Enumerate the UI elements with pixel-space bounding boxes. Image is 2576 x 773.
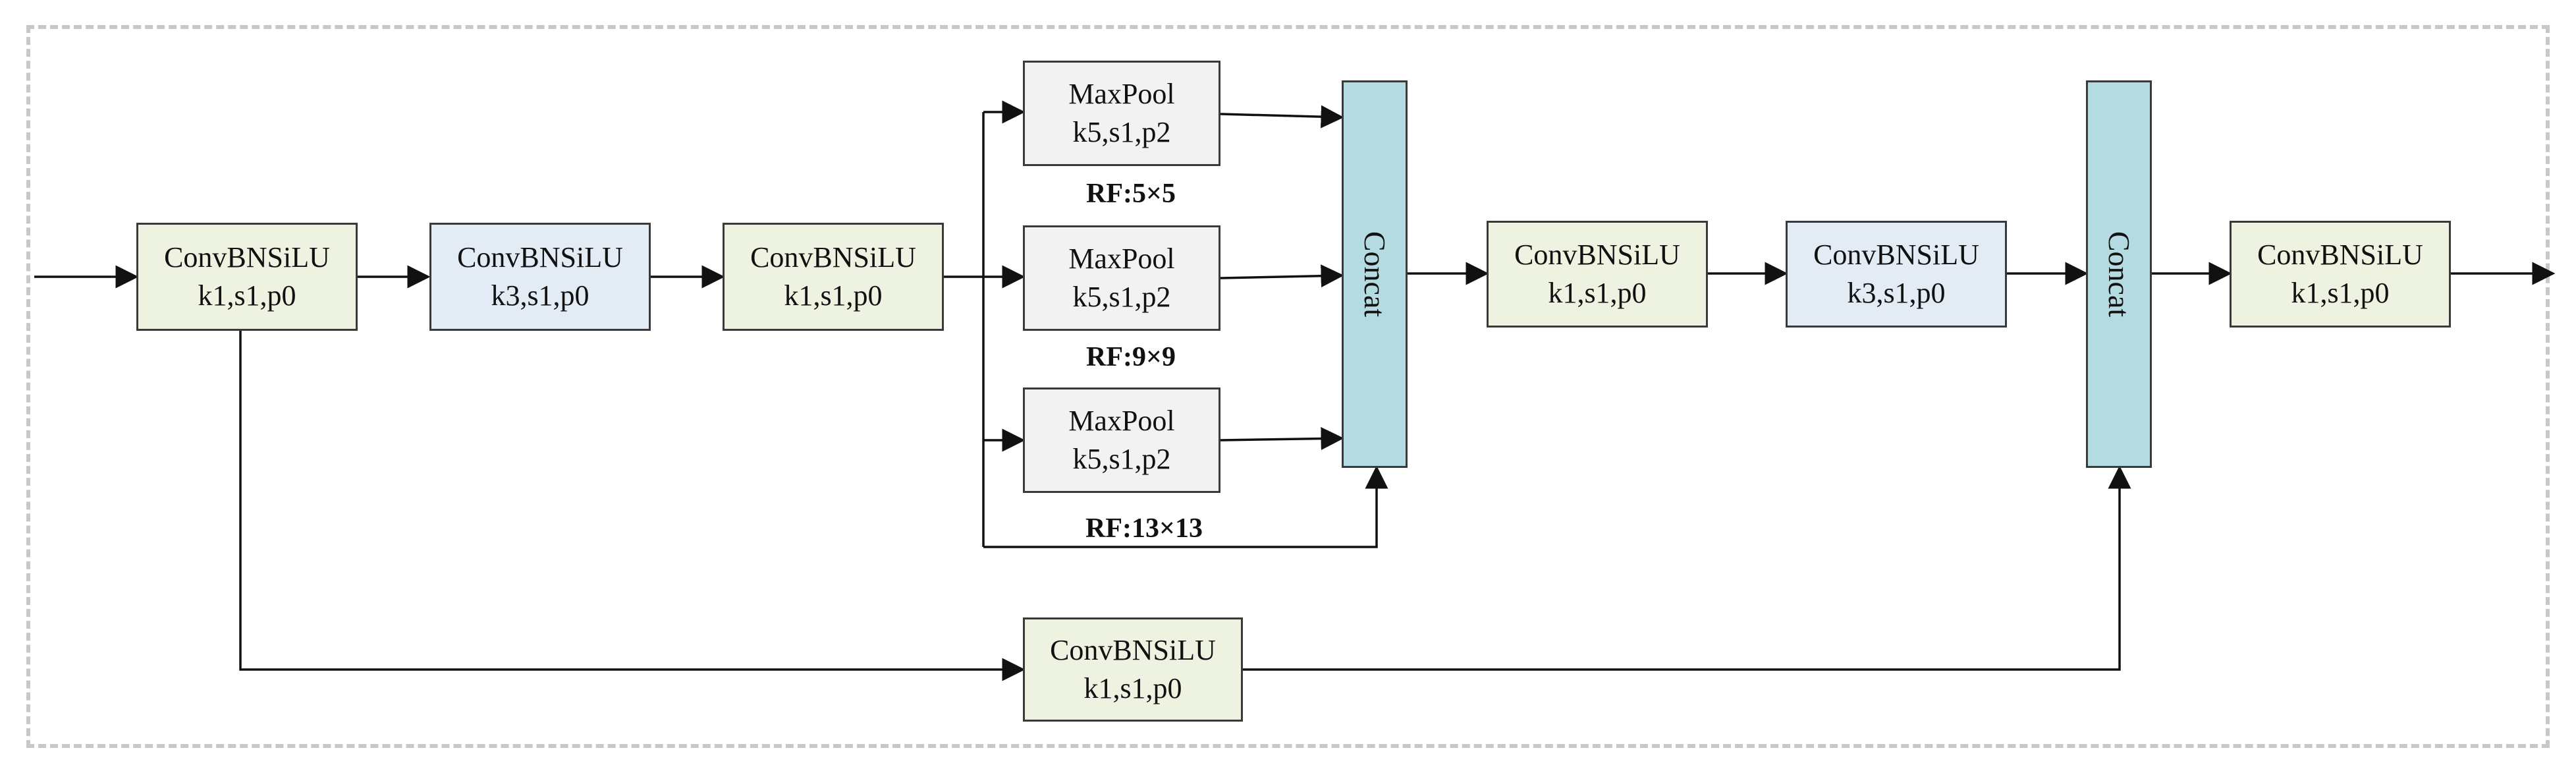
convbnsilu-block-5: ConvBNSiLU k3,s1,p0 xyxy=(1786,221,2007,328)
convbnsilu-block-6: ConvBNSiLU k1,s1,p0 xyxy=(2230,221,2451,328)
block-title: MaxPool xyxy=(1068,243,1175,275)
block-params: k1,s1,p0 xyxy=(2291,277,2390,309)
convbnsilu-block-4: ConvBNSiLU k1,s1,p0 xyxy=(1487,221,1708,328)
dashed-frame xyxy=(26,25,2550,748)
concat-block-1: Concat xyxy=(1342,80,1408,468)
block-params: k5,s1,p2 xyxy=(1072,116,1171,148)
maxpool-block-2: MaxPool k5,s1,p2 xyxy=(1023,225,1220,331)
block-params: k3,s1,p0 xyxy=(491,279,589,312)
block-title: Concat xyxy=(2102,231,2137,318)
edge-conv-a-to-conv-skip xyxy=(239,331,1026,681)
concat-block-2: Concat xyxy=(2086,80,2152,468)
block-title: Concat xyxy=(1358,231,1392,318)
receptive-field-label-1: RF:5×5 xyxy=(1086,179,1176,209)
block-title: ConvBNSiLU xyxy=(750,241,916,273)
block-params: k3,s1,p0 xyxy=(1847,277,1946,309)
block-title: MaxPool xyxy=(1068,405,1175,437)
block-title: ConvBNSiLU xyxy=(1050,634,1216,666)
block-params: k5,s1,p2 xyxy=(1072,281,1171,313)
block-params: k1,s1,p0 xyxy=(1083,672,1182,704)
receptive-field-label-3: RF:13×13 xyxy=(1085,513,1203,544)
block-title: ConvBNSiLU xyxy=(2257,239,2423,271)
block-params: k5,s1,p2 xyxy=(1072,443,1171,475)
block-params: k1,s1,p0 xyxy=(1548,277,1647,309)
block-title: ConvBNSiLU xyxy=(457,241,623,273)
convbnsilu-block-2: ConvBNSiLU k3,s1,p0 xyxy=(429,223,651,331)
edge-pool-3-to-concat-1 xyxy=(1220,427,1344,451)
convbnsilu-block-1: ConvBNSiLU k1,s1,p0 xyxy=(136,223,358,331)
receptive-field-label-2: RF:9×9 xyxy=(1086,342,1176,372)
block-params: k1,s1,p0 xyxy=(198,279,296,312)
maxpool-block-1: MaxPool k5,s1,p2 xyxy=(1023,61,1220,166)
block-params: k1,s1,p0 xyxy=(784,279,883,312)
edge-pool-2-to-concat-1 xyxy=(1220,264,1344,288)
edge-pool-1-to-concat-1 xyxy=(1220,105,1344,129)
edge-identity-to-concat-1 xyxy=(983,465,1388,548)
edge-conv-skip-to-concat-2 xyxy=(1243,465,2131,671)
maxpool-block-3: MaxPool k5,s1,p2 xyxy=(1023,387,1220,493)
convbnsilu-block-3: ConvBNSiLU k1,s1,p0 xyxy=(723,223,944,331)
block-title: MaxPool xyxy=(1068,78,1175,110)
block-title: ConvBNSiLU xyxy=(1813,239,1979,271)
block-title: ConvBNSiLU xyxy=(1514,239,1680,271)
block-title: ConvBNSiLU xyxy=(164,241,330,273)
convbnsilu-skip-block: ConvBNSiLU k1,s1,p0 xyxy=(1023,617,1243,722)
